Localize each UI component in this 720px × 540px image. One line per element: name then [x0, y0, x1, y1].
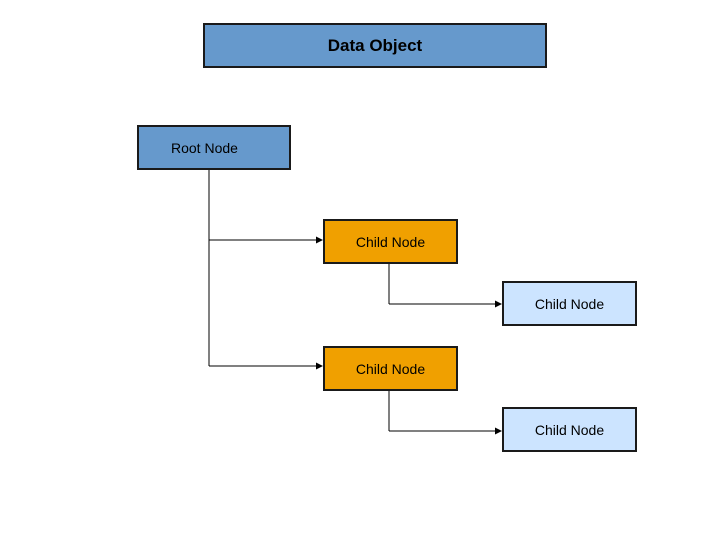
child-node-label-b: Child Node [355, 360, 426, 377]
child-node-label-a: Child Node [355, 233, 426, 250]
child-node-box-a: Child Node [323, 219, 458, 264]
root-node-box: Root Node [137, 125, 291, 170]
diagram-title-box: Data Object [203, 23, 547, 68]
diagram-title: Data Object [327, 35, 423, 55]
grandchild-node-label-a: Child Node [534, 295, 605, 312]
root-node-label: Root Node [171, 139, 238, 156]
grandchild-node-label-b: Child Node [534, 421, 605, 438]
child-node-box-b: Child Node [323, 346, 458, 391]
grandchild-node-box-b: Child Node [502, 407, 637, 452]
grandchild-node-box-a: Child Node [502, 281, 637, 326]
